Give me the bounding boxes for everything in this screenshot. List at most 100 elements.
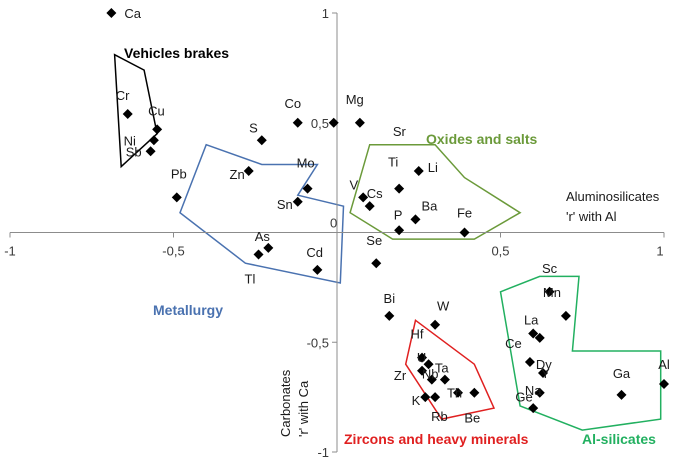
point-ge	[534, 387, 545, 398]
point-sn	[292, 196, 303, 207]
point-label-k: K	[412, 393, 421, 408]
point-label-cu: Cu	[148, 103, 165, 118]
point-label-ba: Ba	[421, 198, 438, 213]
point-k	[420, 392, 431, 403]
y-axis-label-line: 'r' with Ca	[296, 380, 311, 437]
point-label-th: Th	[447, 386, 462, 401]
point-cd	[312, 264, 323, 275]
point-label-cs: Cs	[367, 186, 383, 201]
point-label-bi: Bi	[384, 291, 396, 306]
point-label-u: U	[417, 350, 426, 365]
point-label-be: Be	[464, 411, 480, 426]
point-label-pb: Pb	[171, 166, 187, 181]
point-label-hf: Hf	[411, 327, 424, 342]
group-label-zircons-and-heavy-minerals: Zircons and heavy minerals	[344, 431, 529, 447]
point-label-y: Y	[541, 366, 550, 381]
point-hf	[417, 352, 428, 363]
point-label-sr: Sr	[393, 124, 407, 139]
point-bi	[384, 310, 395, 321]
data-points	[106, 8, 669, 414]
point-la	[528, 328, 539, 339]
point-label-dy: Dy	[536, 357, 552, 372]
y-tick-label: 0,5	[311, 116, 329, 131]
point-label-mn: Mn	[543, 285, 561, 300]
group-outline-metallurgy	[179, 143, 345, 284]
group-outline-oxides-and-salts	[349, 143, 522, 240]
x-tick-label: -1	[4, 244, 16, 259]
point-label-rb: Rb	[431, 409, 448, 424]
point-as	[263, 242, 274, 253]
point-label-sc: Sc	[542, 261, 558, 276]
x-tick-label: 0	[330, 216, 337, 231]
point-label-se: Se	[366, 233, 382, 248]
group-label-oxides-and-salts: Oxides and salts	[426, 131, 537, 147]
point-label-ca: Ca	[124, 6, 141, 21]
point-ba	[410, 214, 421, 225]
point-cr	[122, 108, 133, 119]
point-be	[469, 387, 480, 398]
point-co	[292, 117, 303, 128]
point-pb	[171, 192, 182, 203]
point-label-nb: Nb	[422, 367, 439, 382]
point-label-li: Li	[428, 160, 438, 175]
point-mn	[560, 310, 571, 321]
point-mo	[302, 183, 313, 194]
point-ti	[394, 183, 405, 194]
point-se	[371, 258, 382, 269]
group-label-al-silicates: Al-silicates	[582, 431, 656, 447]
y-axis-label-line: Carbonates	[278, 369, 293, 437]
point-label-ni: Ni	[124, 133, 136, 148]
group-label-metallurgy: Metallurgy	[153, 302, 223, 318]
point-zr	[417, 365, 428, 376]
axis-labels: Aluminosilicates'r' with AlCarbonates'r'…	[278, 189, 660, 437]
point-v	[358, 192, 369, 203]
point-label-sn: Sn	[277, 197, 293, 212]
point-y	[538, 367, 549, 378]
x-axis-label: Aluminosilicates'r' with Al	[566, 189, 660, 224]
point-label-zr: Zr	[394, 368, 407, 383]
point-label-fe: Fe	[457, 206, 472, 221]
point-fe	[459, 227, 470, 238]
y-tick-label: -1	[317, 445, 329, 457]
point-label-cd: Cd	[306, 245, 323, 260]
point-nb	[426, 374, 437, 385]
point-li	[413, 166, 424, 177]
point-na	[528, 403, 539, 414]
point-label-ce: Ce	[505, 336, 522, 351]
point-label-sb: Sb	[126, 144, 142, 159]
point-label-al: Al	[658, 357, 670, 372]
x-tick-label: 1	[656, 244, 663, 259]
x-tick-label: -0,5	[162, 244, 184, 259]
point-ta	[439, 374, 450, 385]
point-sr	[354, 117, 365, 128]
point-th	[452, 387, 463, 398]
point-label-v: V	[349, 177, 358, 192]
point-label-cr: Cr	[116, 88, 130, 103]
x-tick-label: 0,5	[491, 244, 509, 259]
point-ce	[534, 332, 545, 343]
point-label-w: W	[437, 299, 450, 314]
point-sb	[145, 146, 156, 157]
point-ga	[616, 389, 627, 400]
point-p	[394, 225, 405, 236]
point-ca	[106, 8, 117, 18]
point-label-mo: Mo	[297, 156, 315, 171]
point-cu	[152, 124, 163, 135]
point-label-la: La	[524, 312, 539, 327]
point-w	[430, 319, 441, 330]
y-axis-label: Carbonates'r' with Ca	[278, 369, 311, 437]
point-label-as: As	[255, 229, 271, 244]
point-label-na: Na	[525, 383, 542, 398]
x-axis-label-line: 'r' with Al	[566, 209, 617, 224]
point-label-ge: Ge	[515, 390, 532, 405]
point-label-ti: Ti	[388, 155, 398, 170]
point-label-p: P	[394, 207, 403, 222]
point-s	[256, 135, 267, 146]
point-dy	[524, 357, 535, 368]
point-zn	[243, 166, 254, 177]
point-cs	[364, 201, 375, 212]
point-ni	[148, 135, 159, 146]
